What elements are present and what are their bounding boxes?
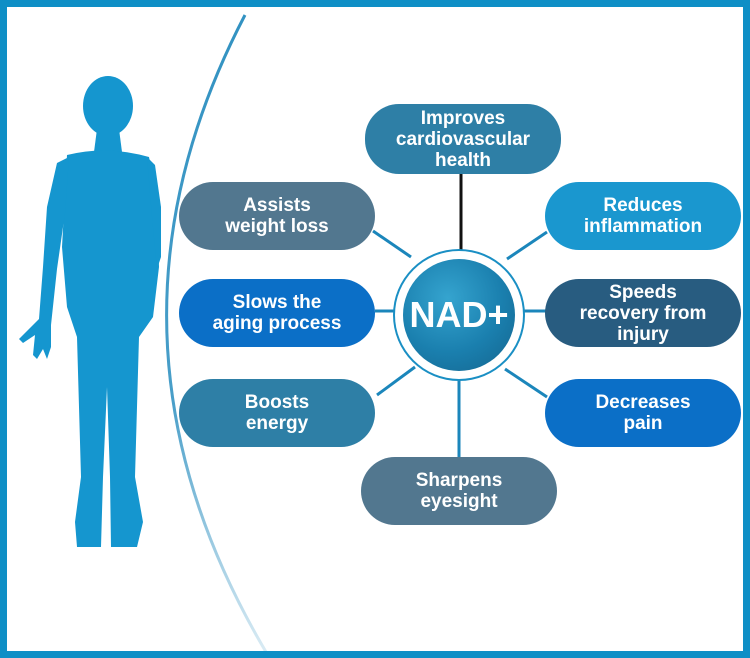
connector-line-energy xyxy=(376,365,416,397)
connector-line-pain xyxy=(504,367,548,399)
benefit-pill-weight: Assists weight loss xyxy=(179,182,375,250)
nad-hub-label: NAD+ xyxy=(403,259,515,371)
benefit-pill-energy: Boosts energy xyxy=(179,379,375,447)
human-silhouette-icon xyxy=(19,76,161,548)
benefit-pill-pain: Decreases pain xyxy=(545,379,741,447)
decorative-arc xyxy=(165,14,268,651)
benefit-pill-recovery: Speeds recovery from injury xyxy=(545,279,741,347)
connector-line-weight xyxy=(372,229,412,259)
nad-hub: NAD+ xyxy=(395,251,523,379)
benefit-pill-inflammation: Reduces inflammation xyxy=(545,182,741,250)
benefit-pill-eyesight: Sharpens eyesight xyxy=(361,457,557,525)
connector-line-inflammation xyxy=(506,230,548,261)
benefit-pill-aging: Slows the aging process xyxy=(179,279,375,347)
diagram-art xyxy=(19,14,548,651)
benefit-pill-cardio: Improves cardiovascular health xyxy=(365,104,561,174)
